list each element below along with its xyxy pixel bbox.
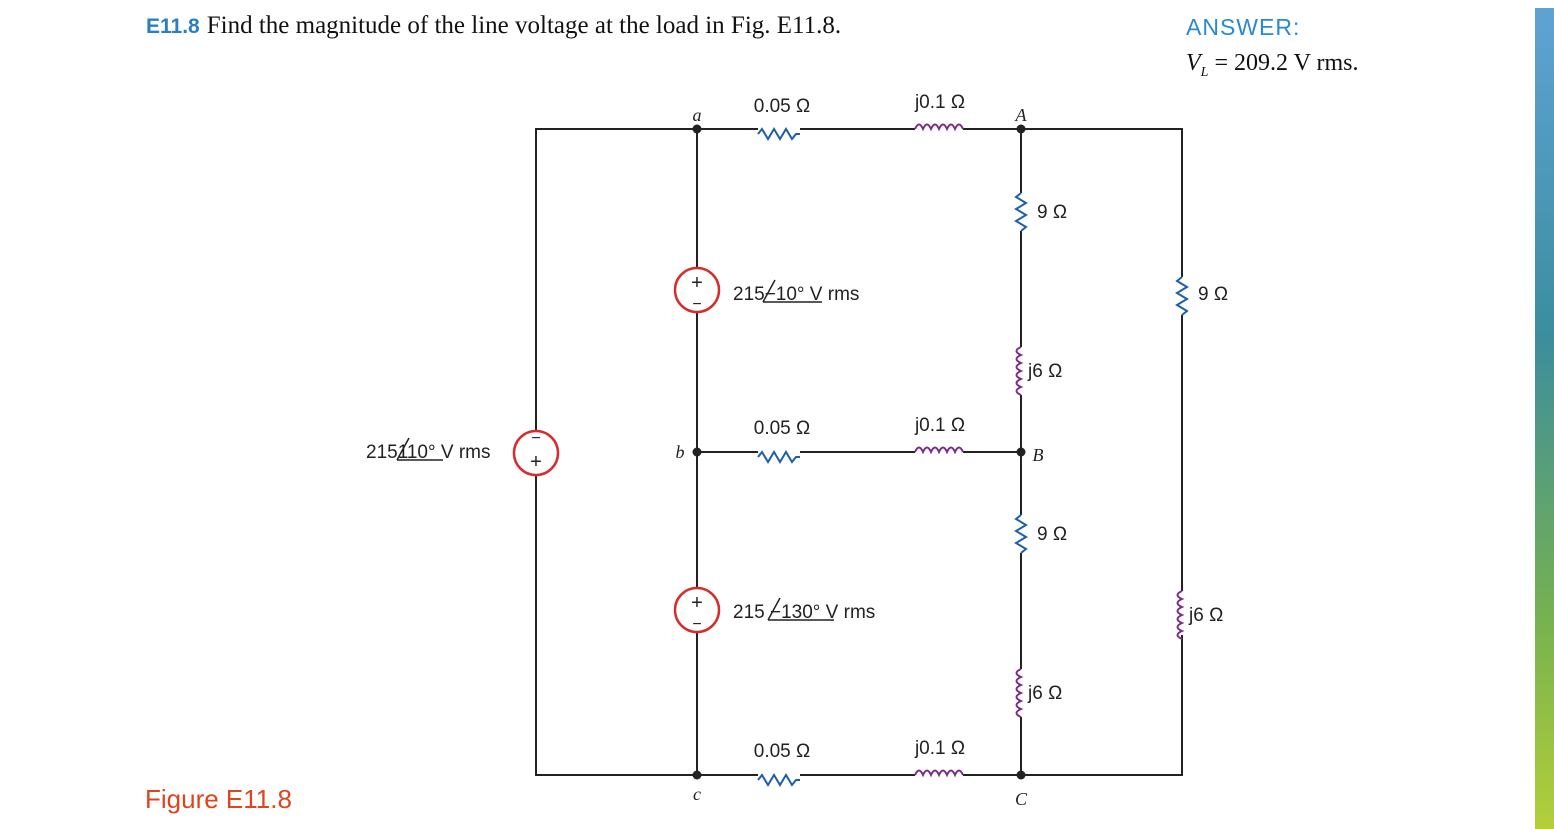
answer-text: VL = 209.2 V rms. [1186,50,1358,81]
node-label-A: A [1015,105,1028,125]
decorative-sidebar-bar [1535,8,1554,829]
svg-text:−: − [692,296,701,313]
source-left-unit: V rms [436,442,491,463]
resistor-load-AB [1014,192,1028,232]
problem-text: Find the magnitude of the line voltage a… [206,12,842,39]
svg-text:215110° V rms: 215110° V rms [366,442,490,463]
svg-text:−: − [531,430,540,447]
wire-top-right [963,128,1183,277]
source-ab-unit: V rms [805,284,860,305]
figure-caption: Figure E11.8 [145,784,292,814]
source-left-mag: 215 [366,442,398,463]
node-label-b: b [676,442,685,462]
voltage-source-bc: + − [673,586,721,634]
junction-c [692,770,702,780]
node-label-B: B [1033,445,1044,465]
label-line-r-a: 0.05 Ω [754,96,810,117]
svg-text:+: + [530,451,542,473]
inductor-load-CA [1176,590,1185,640]
resistor-line-b [757,450,800,464]
answer-heading: ANSWER: [1186,14,1301,40]
resistor-load-BC [1014,514,1028,554]
node-label-C: C [1015,789,1028,809]
svg-text:+: + [691,592,703,614]
resistor-load-CA [1175,276,1189,316]
svg-text:+: + [691,272,703,294]
junction-B [1016,447,1026,457]
label-line-x-b: j0.1 Ω [914,415,965,436]
source-ab-mag: 215 [733,284,765,305]
inductor-line-a [914,123,964,132]
label-source-left: 215110° V rms [366,437,490,463]
svg-text:−: − [692,616,701,633]
answer-variable: V [1186,50,1201,76]
junction-a [692,124,702,134]
resistor-line-a [757,127,800,141]
junction-b [692,447,702,457]
source-ab-angle: −10° [765,284,805,305]
label-source-ab: 215−10° V rms [733,279,859,305]
problem-statement: E11.8 Find the magnitude of the line volt… [146,12,841,40]
svg-text:215 −130° V rms: 215 −130° V rms [733,602,875,623]
source-bc-unit: V rms [820,602,875,623]
label-load-r-AB: 9 Ω [1037,202,1067,223]
source-left-angle: 110° [398,442,436,463]
voltage-source-left: − + [512,429,560,477]
voltage-source-ab: + − [673,266,721,314]
label-line-r-c: 0.05 Ω [754,741,810,762]
junction-A [1016,124,1026,134]
inductor-line-b [914,446,964,455]
label-line-x-c: j0.1 Ω [914,738,965,759]
node-label-a: a [693,105,702,125]
label-load-r-BC: 9 Ω [1037,524,1067,545]
answer-subscript: L [1200,64,1209,80]
junction-C [1016,770,1026,780]
problem-number: E11.8 [146,15,200,38]
label-load-x-CA: j6 Ω [1188,605,1223,626]
svg-text:215−10° V rms: 215−10° V rms [733,284,859,305]
label-line-x-a: j0.1 Ω [914,92,965,113]
label-load-x-BC: j6 Ω [1027,683,1062,704]
resistor-line-c [757,773,800,787]
wire-bottom-right [963,635,1183,776]
node-label-c: c [693,784,701,804]
wire-left-bottom [535,474,697,776]
inductor-load-AB [1015,346,1024,396]
wire-left-top [535,128,697,432]
inductor-load-BC [1015,668,1024,718]
inductor-line-c [914,769,964,778]
label-line-r-b: 0.05 Ω [754,418,810,439]
source-bc-mag: 215 [733,602,770,623]
circuit-wires [535,128,1183,776]
label-load-r-CA: 9 Ω [1198,284,1228,305]
answer-value: = 209.2 V rms. [1208,50,1359,76]
label-load-x-AB: j6 Ω [1027,361,1062,382]
source-bc-angle: −130° [770,602,820,623]
label-source-bc: 215 −130° V rms [733,597,875,623]
